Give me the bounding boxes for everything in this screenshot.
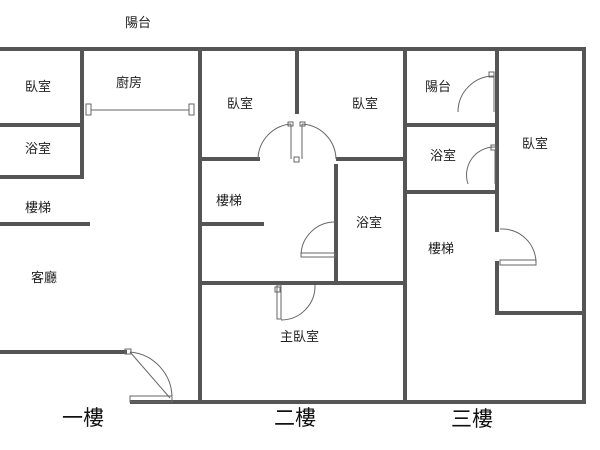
label-f2-stairs: 樓梯 — [216, 194, 243, 209]
label-f2-master: 主臥室 — [280, 330, 320, 345]
label-f1-bedroom: 臥室 — [25, 80, 52, 95]
label-f1-kitchen: 廚房 — [116, 76, 143, 91]
label-top-balcony: 陽台 — [125, 16, 152, 31]
floor-label-third: 三樓 — [451, 407, 493, 431]
label-f3-bedroom: 臥室 — [522, 137, 549, 152]
floor-label-second: 二樓 — [274, 406, 316, 430]
label-f3-balcony: 陽台 — [425, 80, 452, 95]
walls — [0, 47, 586, 404]
label-f2-bath: 浴室 — [356, 216, 383, 231]
label-f2-bedroom-left: 臥室 — [227, 97, 254, 112]
label-f1-living: 客廳 — [31, 271, 58, 286]
label-f3-bath: 浴室 — [430, 149, 457, 164]
floor-label-first: 一樓 — [62, 406, 104, 430]
label-f2-bedroom-right: 臥室 — [352, 97, 379, 112]
label-f1-stairs: 樓梯 — [25, 201, 52, 216]
label-f3-stairs: 樓梯 — [428, 242, 455, 257]
label-f1-bath: 浴室 — [25, 142, 52, 157]
doors — [85, 71, 537, 403]
